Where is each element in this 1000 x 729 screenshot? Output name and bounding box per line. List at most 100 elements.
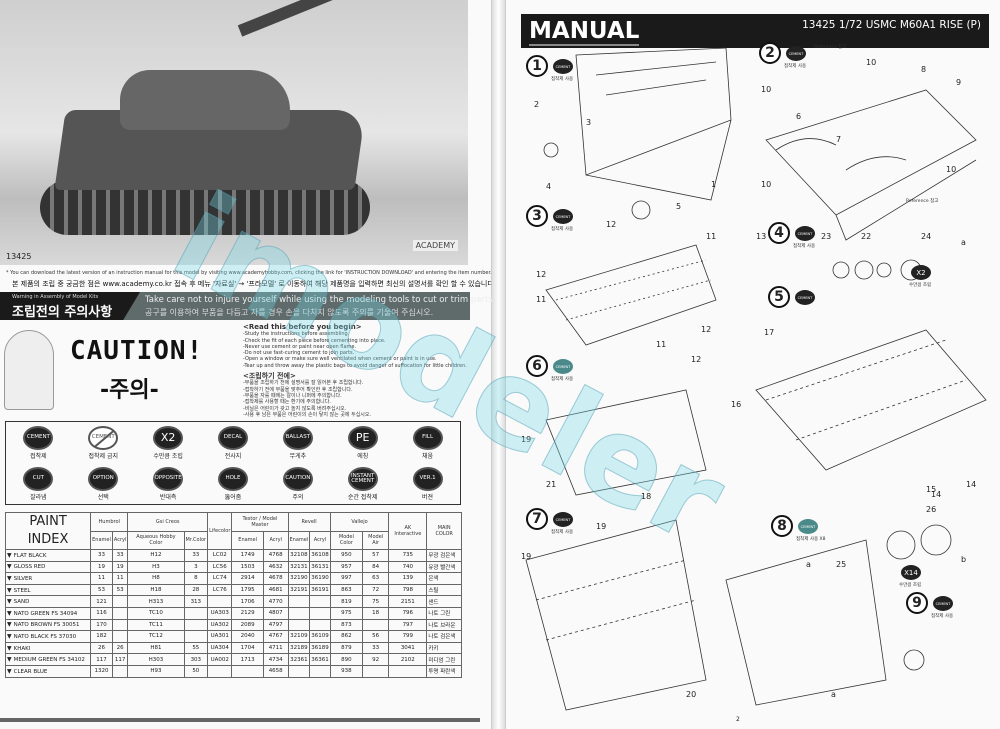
paint-code: H8 bbox=[127, 572, 185, 585]
symbol-label: 에칭 bbox=[357, 452, 369, 460]
paint-code: 1706 bbox=[231, 595, 264, 608]
paint-row: NATO BLACK FS 37030182TC12UA301204047673… bbox=[4, 630, 462, 643]
col-header: Aqueous Hobby Color bbox=[127, 530, 185, 550]
paint-code: 4632 bbox=[262, 560, 289, 574]
reference-label: Reference 참고 bbox=[814, 45, 847, 50]
paint-name: SAND bbox=[4, 595, 92, 608]
paint-code: 무광 검은색 bbox=[426, 549, 462, 562]
read-title-ko: <조립하기 전에> bbox=[243, 372, 296, 381]
caution-section: CAUTION! -주의- bbox=[0, 322, 240, 417]
col-header: Mr.Color bbox=[183, 530, 209, 550]
assembly-diagrams bbox=[525, 47, 987, 711]
x-count-label: 수만큼 조립 bbox=[899, 583, 922, 588]
paint-index-title: PAINT INDEX bbox=[4, 512, 92, 550]
paint-code: 797 bbox=[388, 618, 428, 632]
step-badge-label: 접착제 사용 X8 bbox=[796, 537, 826, 542]
paint-code: 50 bbox=[183, 664, 209, 678]
caution-title: CAUTION! bbox=[70, 336, 204, 366]
part-number: a bbox=[831, 690, 836, 699]
paint-code bbox=[207, 595, 233, 608]
part-number: 10 bbox=[866, 58, 877, 67]
paint-code bbox=[287, 595, 311, 608]
paint-code: 75 bbox=[362, 595, 390, 608]
paint-code bbox=[183, 618, 209, 632]
step-badge-label: 접착제 사용 bbox=[784, 64, 807, 69]
kit-title: 13425 1/72 USMC M60A1 RISE (P) bbox=[802, 19, 981, 31]
warning-msg-ko: 공구를 이용하여 부품을 다듬고 자를 경우 손을 다치지 않도록 주의를 기울… bbox=[145, 308, 434, 317]
paint-code: 863 bbox=[329, 583, 364, 597]
step-badge-label: 접착제 사용 bbox=[931, 614, 954, 619]
read-line: -Open a window or make sure well ventila… bbox=[243, 356, 437, 363]
col-header: MAIN COLOR bbox=[426, 512, 462, 550]
part-number: 10 bbox=[761, 85, 772, 94]
paint-code: 1749 bbox=[231, 549, 264, 562]
paint-code bbox=[111, 664, 129, 678]
step-badge-label: 접착제 사용 bbox=[551, 377, 574, 382]
paint-code: 3041 bbox=[388, 641, 428, 655]
caution-icon: CAUTION bbox=[282, 466, 313, 491]
part-number: 12 bbox=[701, 325, 712, 334]
paint-code bbox=[309, 664, 331, 678]
paint-code: 36191 bbox=[309, 583, 331, 597]
col-header: Enamel bbox=[231, 530, 264, 550]
paint-code bbox=[287, 664, 311, 678]
paint-code bbox=[388, 664, 428, 678]
paint-code: 33 bbox=[111, 549, 129, 562]
part-number: a bbox=[806, 560, 811, 569]
pe-icon: PE bbox=[347, 425, 378, 450]
paint-code: 84 bbox=[362, 560, 390, 574]
paint-code: 26 bbox=[90, 641, 113, 655]
cement-icon: CEMENT bbox=[795, 290, 815, 305]
paint-row: NATO GREEN FS 34094116TC10UA303212948079… bbox=[4, 606, 462, 620]
paint-name: FLAT BLACK bbox=[4, 549, 92, 562]
cement-icon: CEMENT bbox=[553, 512, 573, 527]
paint-row: KHAKI2626H8155UA304170447113218936189879… bbox=[4, 641, 462, 655]
step-number: 2 bbox=[759, 42, 781, 64]
col-header: Acryl bbox=[262, 530, 289, 550]
paint-code: LC74 bbox=[207, 572, 233, 585]
paint-code: 26 bbox=[111, 641, 129, 655]
page-gutter bbox=[492, 0, 505, 729]
option-icon: OPTION bbox=[88, 466, 119, 491]
part-number: 24 bbox=[921, 232, 932, 241]
cement-icon: CEMENT bbox=[786, 46, 806, 61]
group-header: Humbrol bbox=[90, 512, 129, 532]
read-line: -Never use cement or paint near open fla… bbox=[243, 343, 357, 350]
kit-number: 13425 bbox=[6, 252, 32, 261]
decal-icon: DECAL bbox=[217, 425, 248, 450]
paint-code: 4767 bbox=[262, 630, 289, 643]
paint-code: H3 bbox=[127, 560, 185, 574]
paint-code: 28 bbox=[183, 583, 209, 597]
paint-name: NATO BLACK FS 37030 bbox=[4, 630, 92, 643]
part-number: 22 bbox=[861, 232, 872, 241]
x-count-icon: X2 bbox=[911, 265, 931, 280]
divider bbox=[0, 718, 480, 722]
paint-code: 950 bbox=[329, 549, 364, 562]
paint-name: KHAKI bbox=[4, 641, 92, 655]
symbol-label: 순간 접착제 bbox=[347, 493, 378, 501]
suspension-step5 bbox=[755, 329, 987, 471]
paint-code: 182 bbox=[90, 630, 113, 643]
read-line-ko: -사용 후 남은 부품은 어린이의 손이 닿지 않는 곳에 두십시오. bbox=[243, 411, 372, 418]
paint-code: 4768 bbox=[262, 549, 289, 562]
symbol-item: DECAL 전사지 bbox=[201, 422, 266, 463]
paint-code bbox=[183, 630, 209, 643]
col-header: Lifecolor bbox=[207, 512, 233, 550]
symbol-label: 전사지 bbox=[224, 452, 242, 460]
part-number: b bbox=[961, 555, 967, 564]
part-number: 10 bbox=[761, 180, 772, 189]
manual-title: MANUAL bbox=[529, 18, 640, 46]
paint-code: 36108 bbox=[309, 549, 331, 562]
manual-header: MANUAL 13425 1/72 USMC M60A1 RISE (P) bbox=[521, 14, 989, 48]
read-line-ko: -접착하기 전에 부품을 맞추어 확인한 후 조립합니다. bbox=[243, 386, 353, 393]
paint-name: GLOSS RED bbox=[4, 560, 92, 574]
paint-code bbox=[231, 664, 264, 678]
part-number: 19 bbox=[521, 435, 532, 444]
symbol-item: PE 에칭 bbox=[330, 422, 395, 463]
part-number: 21 bbox=[546, 480, 557, 489]
paint-code: 11 bbox=[90, 572, 113, 585]
